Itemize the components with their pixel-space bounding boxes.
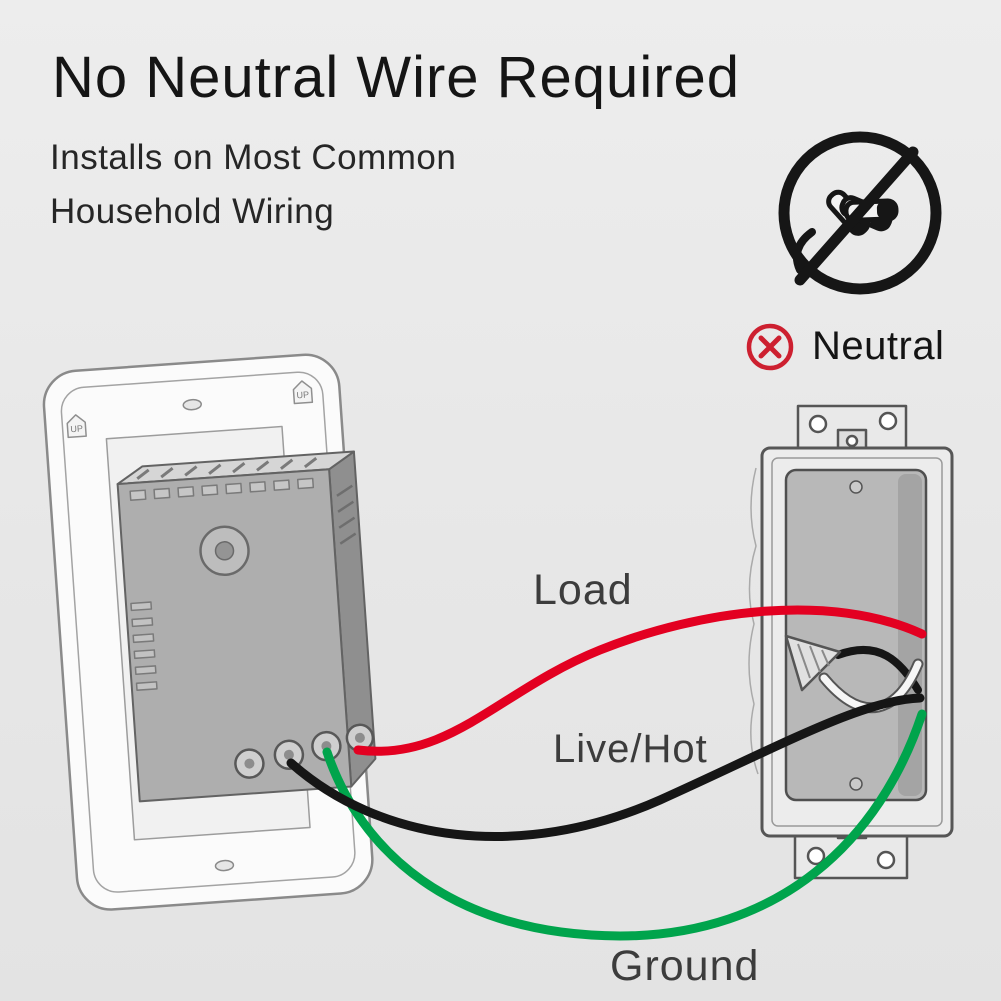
up-marker-left-label: UP	[70, 423, 83, 434]
wallbox-top-ear	[796, 404, 908, 452]
plug-cord	[793, 228, 816, 274]
no-plug-icon	[778, 131, 942, 295]
load-label: Load	[533, 566, 633, 614]
prohibition-slash	[794, 146, 919, 286]
switch-module	[116, 450, 377, 803]
drywall-sketch-edge	[748, 467, 759, 775]
red-x-icon	[746, 323, 794, 371]
live-hot-label: Live/Hot	[553, 727, 708, 771]
mounting-screw-bottom	[214, 859, 235, 872]
wallbox-screw-boss-bottom	[849, 777, 863, 791]
ground-label: Ground	[610, 942, 760, 990]
prohibition-circle	[778, 131, 942, 295]
module-knockout-center	[214, 541, 235, 561]
wallbox-illustration	[748, 404, 954, 880]
up-marker-right: UP	[292, 380, 314, 405]
module-top-vents	[136, 456, 318, 480]
module-side-louvers	[336, 484, 357, 545]
switch-illustration: UP UP	[42, 353, 377, 911]
subtitle-line-2: Household Wiring	[50, 192, 335, 231]
neutral-label: Neutral	[812, 324, 945, 368]
module-front-face	[116, 468, 353, 803]
live-wire	[286, 693, 925, 841]
wire-nut-icon	[784, 634, 842, 692]
mounting-screw-top	[182, 398, 202, 411]
up-marker-right-label: UP	[296, 390, 309, 401]
subtitle-line-1: Installs on Most Common	[50, 138, 457, 177]
up-marker-left: UP	[66, 414, 87, 439]
wallbox-opening-shadow	[898, 474, 922, 796]
module-left-louvers	[130, 601, 158, 691]
page-title: No Neutral Wire Required	[52, 45, 741, 110]
load-wire	[353, 605, 927, 756]
module-vent-slots	[129, 477, 315, 501]
wallbox-screw-boss-top	[849, 480, 863, 494]
ground-wire	[322, 709, 927, 941]
